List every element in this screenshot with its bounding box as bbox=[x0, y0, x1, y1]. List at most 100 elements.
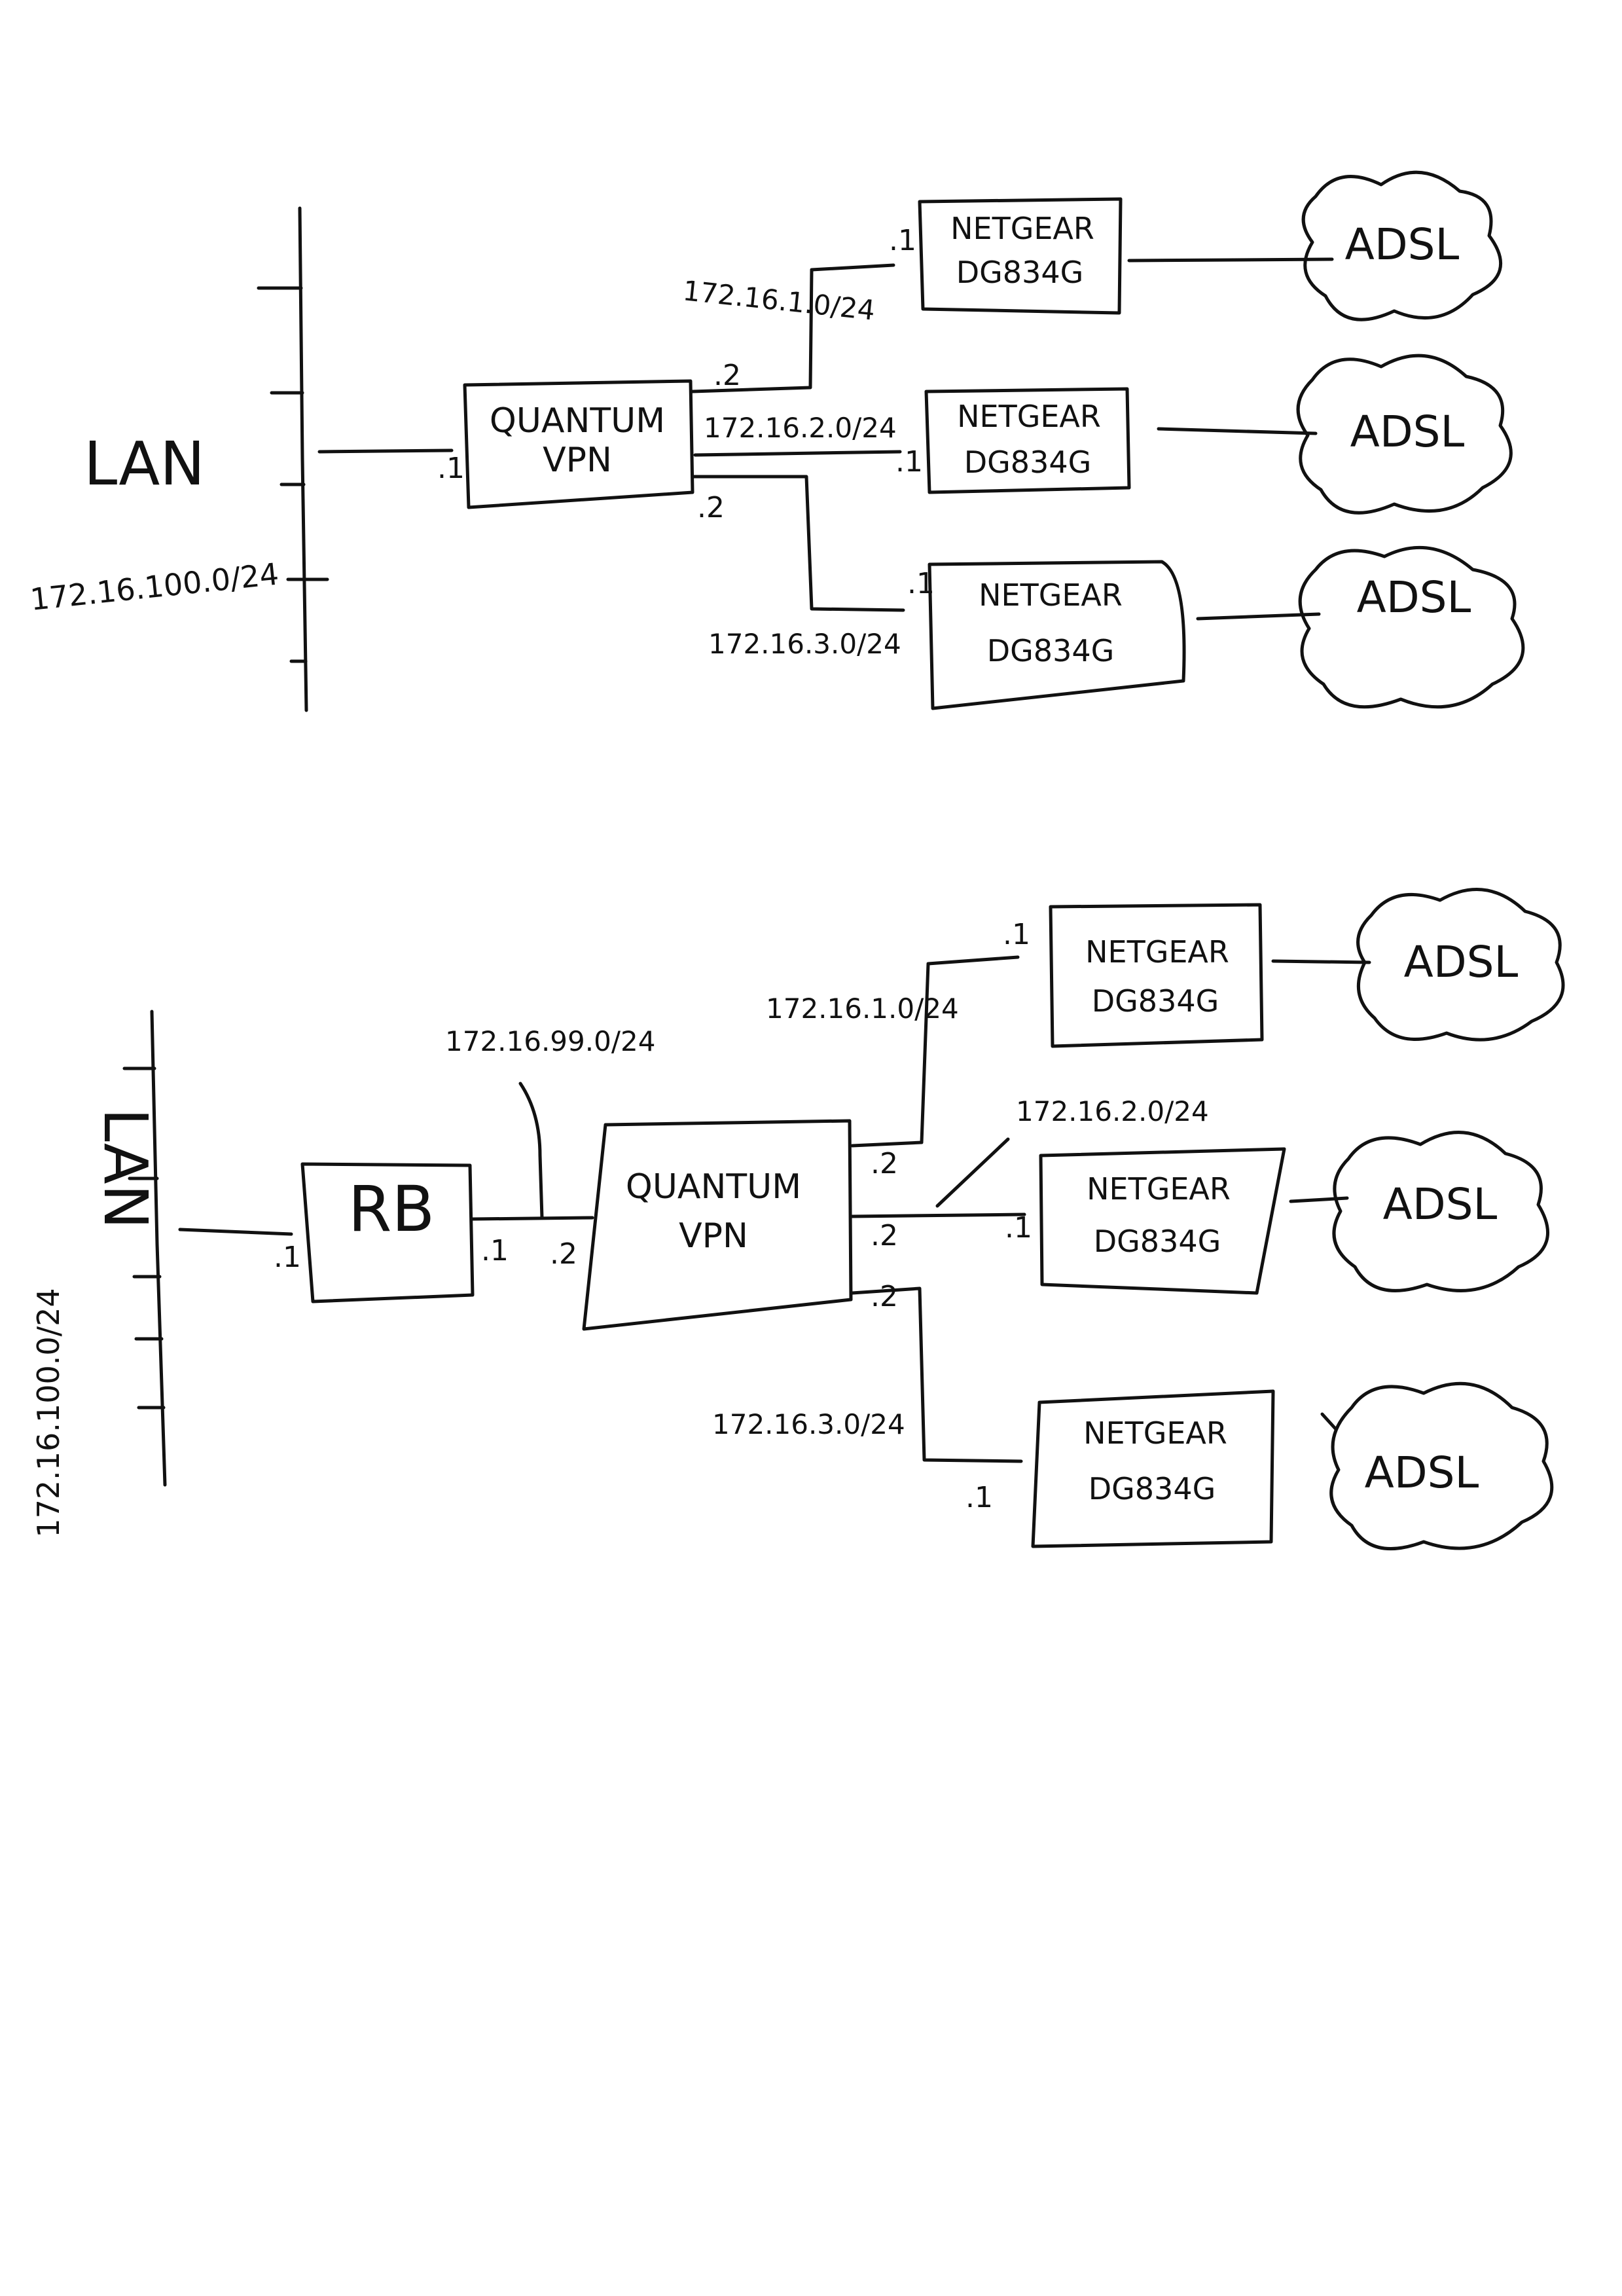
router-box-outline bbox=[924, 387, 1131, 494]
router-label-line2: DG834G bbox=[1089, 1471, 1216, 1506]
adsl-cloud-3: ADSL bbox=[1298, 545, 1525, 709]
cloud-label: ADSL bbox=[1383, 1179, 1498, 1230]
router-label-line1: NETGEAR bbox=[1087, 1171, 1231, 1207]
link-3-router-port: .1 bbox=[965, 1481, 993, 1514]
adsl-cloud-4: ADSL bbox=[1356, 888, 1565, 1042]
link-3-vpn-port: .2 bbox=[871, 1280, 898, 1313]
vpn-transit-port: .2 bbox=[550, 1237, 577, 1271]
router-box-outline bbox=[918, 197, 1123, 315]
cloud-label: ADSL bbox=[1404, 937, 1519, 987]
vpn-box-outline bbox=[582, 1119, 853, 1331]
netgear-router-5: NETGEAR DG834G bbox=[1039, 1147, 1286, 1295]
quantum-vpn-box: QUANTUM VPN bbox=[463, 379, 694, 509]
router-label-line2: DG834G bbox=[964, 445, 1092, 480]
lan-subnet-label: 172.16.100.0/24 bbox=[31, 1288, 66, 1537]
link-1-subnet: 172.16.1.0/24 bbox=[766, 993, 959, 1025]
router-box-outline bbox=[928, 560, 1186, 710]
router-1-adsl-link bbox=[1127, 257, 1334, 263]
router-5-adsl-link bbox=[1289, 1196, 1349, 1203]
lan-rb-link bbox=[178, 1228, 293, 1236]
cloud-shape bbox=[1301, 170, 1503, 321]
link-2-vpn-port: .2 bbox=[871, 1219, 898, 1252]
router-label-line2: DG834G bbox=[1092, 983, 1219, 1019]
transit-subnet-label: 172.16.99.0/24 bbox=[445, 1025, 655, 1057]
link-3-vpn-port: .2 bbox=[697, 491, 725, 524]
lan-bus-line bbox=[298, 206, 308, 712]
router-label-line1: NETGEAR bbox=[957, 399, 1101, 434]
vpn-lan-port: .1 bbox=[437, 452, 465, 485]
link-2-subnet: 172.16.2.0/24 bbox=[1016, 1095, 1209, 1127]
cloud-shape bbox=[1329, 1381, 1554, 1551]
link-2-subnet: 172.16.2.0/24 bbox=[704, 412, 897, 444]
link-1-subnet: 172.16.1.0/24 bbox=[681, 274, 876, 327]
link-1-line bbox=[850, 955, 1020, 1148]
link-2-router-port: .1 bbox=[895, 445, 923, 479]
lan-label: LAN bbox=[84, 429, 205, 499]
cloud-shape bbox=[1296, 354, 1513, 515]
netgear-router-1: NETGEAR DG834G bbox=[918, 197, 1123, 315]
link-1-router-port: .1 bbox=[889, 224, 916, 257]
link-1-vpn-port: .2 bbox=[871, 1147, 898, 1180]
lan-vpn-link bbox=[317, 448, 454, 454]
vpn-label-line1: QUANTUM bbox=[490, 401, 665, 441]
link-2-line bbox=[850, 1212, 1026, 1218]
vpn-label-line2: VPN bbox=[543, 441, 612, 480]
lan-subnet-label: 172.16.100.0/24 bbox=[29, 556, 281, 617]
vpn-label-line1: QUANTUM bbox=[626, 1167, 801, 1207]
link-2-router-port: .1 bbox=[1005, 1211, 1032, 1245]
rb-vpn-link bbox=[471, 1216, 594, 1221]
router-2-adsl-link bbox=[1157, 427, 1318, 435]
rb-box: RB bbox=[300, 1162, 475, 1303]
lan-bus-1 bbox=[257, 206, 329, 712]
router-box-outline bbox=[1031, 1389, 1275, 1548]
adsl-cloud-6: ADSL bbox=[1329, 1381, 1554, 1551]
router-label-line1: NETGEAR bbox=[1085, 934, 1229, 970]
link-2-subnet-pointer bbox=[935, 1137, 1010, 1208]
adsl-cloud-2: ADSL bbox=[1296, 354, 1513, 515]
link-3-line bbox=[850, 1286, 1023, 1463]
cloud-shape bbox=[1332, 1131, 1549, 1292]
link-3-subnet: 172.16.3.0/24 bbox=[712, 1408, 905, 1440]
cloud-shape bbox=[1356, 888, 1565, 1042]
cloud-shape bbox=[1298, 545, 1525, 709]
cloud-label: ADSL bbox=[1350, 407, 1465, 457]
vpn-box-outline bbox=[463, 379, 694, 509]
router-box-outline bbox=[1049, 903, 1264, 1048]
router-label-line2: DG834G bbox=[987, 633, 1115, 668]
rb-vpn-port: .1 bbox=[481, 1234, 509, 1267]
cloud-label: ADSL bbox=[1365, 1448, 1479, 1498]
lan-label: LAN bbox=[90, 1108, 160, 1229]
lan-bus-line bbox=[150, 1010, 167, 1487]
router-4-adsl-link bbox=[1271, 959, 1371, 964]
adsl-cloud-1: ADSL bbox=[1301, 170, 1503, 321]
netgear-router-4: NETGEAR DG834G bbox=[1049, 903, 1264, 1048]
cloud-label: ADSL bbox=[1357, 572, 1471, 623]
link-1-line bbox=[691, 263, 895, 393]
netgear-router-3: NETGEAR DG834G bbox=[928, 560, 1186, 710]
diagram-2: LAN 172.16.100.0/24 .1 RB 172.16.99.0/24… bbox=[31, 888, 1565, 1551]
lan-bus-2 bbox=[122, 1010, 167, 1487]
router-3-adsl-link bbox=[1196, 612, 1321, 621]
link-1-router-port: .1 bbox=[1003, 918, 1030, 951]
rb-lan-port: .1 bbox=[274, 1241, 301, 1274]
adsl-cloud-5: ADSL bbox=[1332, 1131, 1549, 1292]
router-label-line1: NETGEAR bbox=[1083, 1415, 1227, 1451]
link-3-line bbox=[692, 475, 905, 612]
router-6-adsl-link bbox=[1320, 1412, 1337, 1430]
netgear-router-2: NETGEAR DG834G bbox=[924, 387, 1131, 494]
link-3-subnet: 172.16.3.0/24 bbox=[708, 628, 901, 660]
rb-label: RB bbox=[348, 1173, 435, 1246]
netgear-router-6: NETGEAR DG834G bbox=[1031, 1389, 1275, 1548]
quantum-vpn-box-2: QUANTUM VPN bbox=[582, 1119, 853, 1331]
link-2-line bbox=[693, 450, 902, 457]
router-label-line2: DG834G bbox=[956, 255, 1084, 290]
vpn-label-line2: VPN bbox=[679, 1216, 748, 1256]
router-label-line1: NETGEAR bbox=[950, 211, 1094, 246]
router-label-line2: DG834G bbox=[1094, 1224, 1221, 1259]
link-1-vpn-port: .2 bbox=[713, 359, 741, 392]
router-box-outline bbox=[1039, 1147, 1286, 1295]
diagram-1: LAN 172.16.100.0/24 .1 QUANTUM VPN 172.1… bbox=[29, 170, 1525, 712]
transit-subnet-pointer bbox=[518, 1082, 544, 1220]
cloud-label: ADSL bbox=[1345, 219, 1460, 270]
